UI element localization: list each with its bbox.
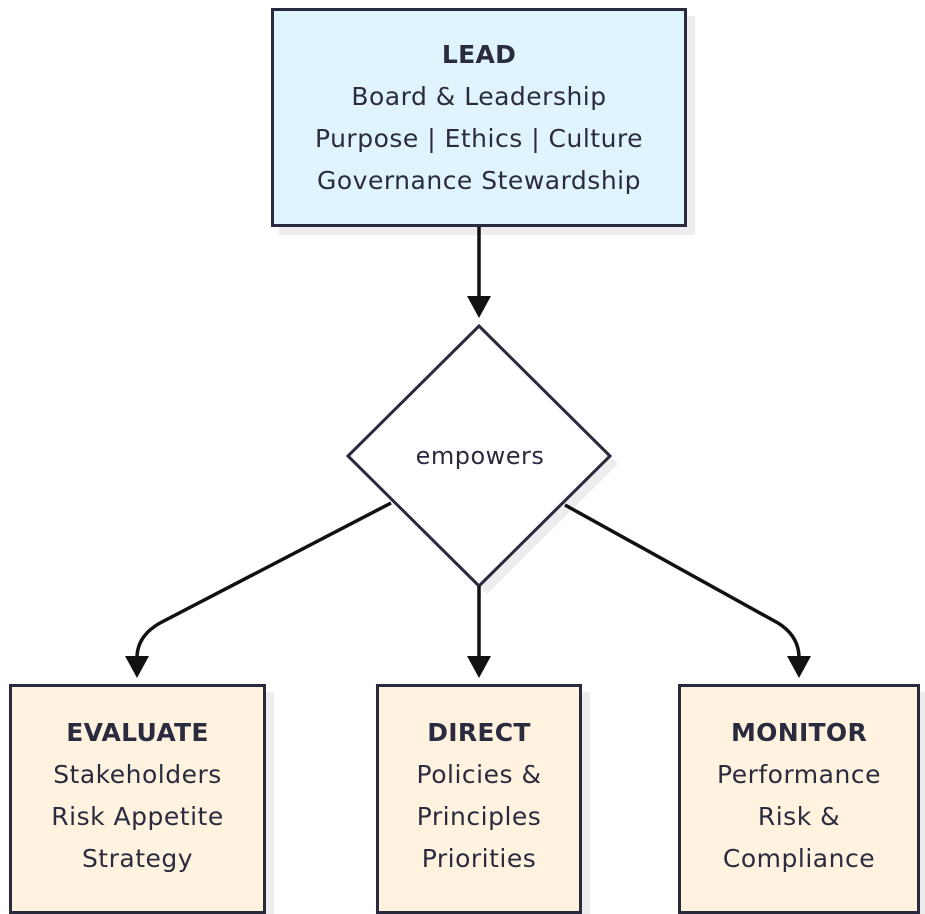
evaluate-line-2: Risk Appetite <box>51 802 224 831</box>
direct-node: DIRECT Policies & Principles Priorities <box>376 684 582 914</box>
lead-title: LEAD <box>441 39 517 69</box>
monitor-line-3: Compliance <box>722 844 876 873</box>
evaluate-line-1: Stakeholders <box>53 760 222 789</box>
arrowhead-empowers-to-direct <box>467 656 491 678</box>
direct-line-1: Policies & <box>416 760 542 789</box>
monitor-node: MONITOR Performance Risk & Compliance <box>678 684 920 914</box>
lead-node: LEAD Board & Leadership Purpose | Ethics… <box>271 8 687 227</box>
monitor-line-2: Risk & <box>757 802 841 831</box>
lead-line-2: Purpose | Ethics | Culture <box>314 123 644 153</box>
evaluate-title: EVALUATE <box>66 718 209 747</box>
evaluate-node: EVALUATE Stakeholders Risk Appetite Stra… <box>9 684 266 914</box>
direct-title: DIRECT <box>427 718 531 747</box>
arrowhead-lead-to-empowers <box>467 296 491 318</box>
monitor-title: MONITOR <box>730 718 867 747</box>
arrowhead-empowers-to-evaluate <box>125 656 149 678</box>
arrowhead-empowers-to-monitor <box>787 656 811 678</box>
decision-label: empowers <box>415 442 545 470</box>
edge-empowers-to-monitor <box>564 503 801 660</box>
edge-empowers-to-evaluate <box>135 501 392 660</box>
lead-line-3: Governance Stewardship <box>317 165 641 195</box>
direct-line-3: Priorities <box>421 844 537 873</box>
direct-line-2: Principles <box>416 802 542 831</box>
monitor-line-1: Performance <box>717 760 881 789</box>
evaluate-line-3: Strategy <box>81 844 194 873</box>
lead-line-1: Board & Leadership <box>351 81 607 111</box>
